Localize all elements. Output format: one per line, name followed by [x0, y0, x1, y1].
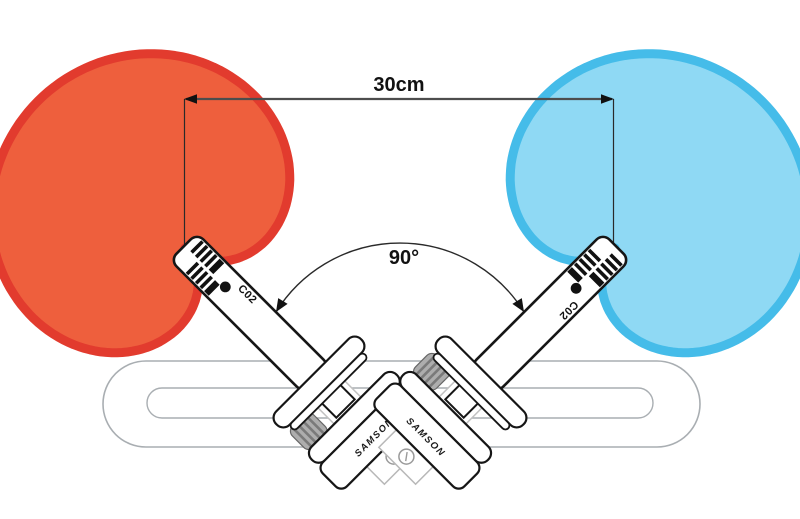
spacing-label: 30cm [373, 74, 424, 96]
spacing-dimension: 30cm [183, 74, 615, 246]
capsule-dot [219, 281, 231, 293]
capsule-grille-stripes [185, 240, 225, 296]
arrow-left-icon [184, 94, 197, 104]
arc-arrow-left-icon [276, 298, 288, 312]
left-pickup-pattern [0, 49, 295, 358]
microphone-right: C02 SAMSON [373, 235, 628, 490]
clip-flange-upper-lip [432, 352, 511, 431]
arc-arrow-right-icon [512, 298, 524, 312]
clip-flange-upper-lip [289, 352, 368, 431]
capsule-dot [570, 282, 582, 294]
angle-arc [275, 242, 525, 313]
capsule-grille-stripes [567, 248, 623, 288]
angle-annotation: 90° [275, 242, 525, 313]
angle-label: 90° [389, 247, 419, 269]
arrow-right-icon [601, 94, 614, 104]
clip-body [373, 382, 481, 490]
right-pickup-pattern [505, 49, 800, 358]
clip-screw-slot [405, 451, 408, 462]
